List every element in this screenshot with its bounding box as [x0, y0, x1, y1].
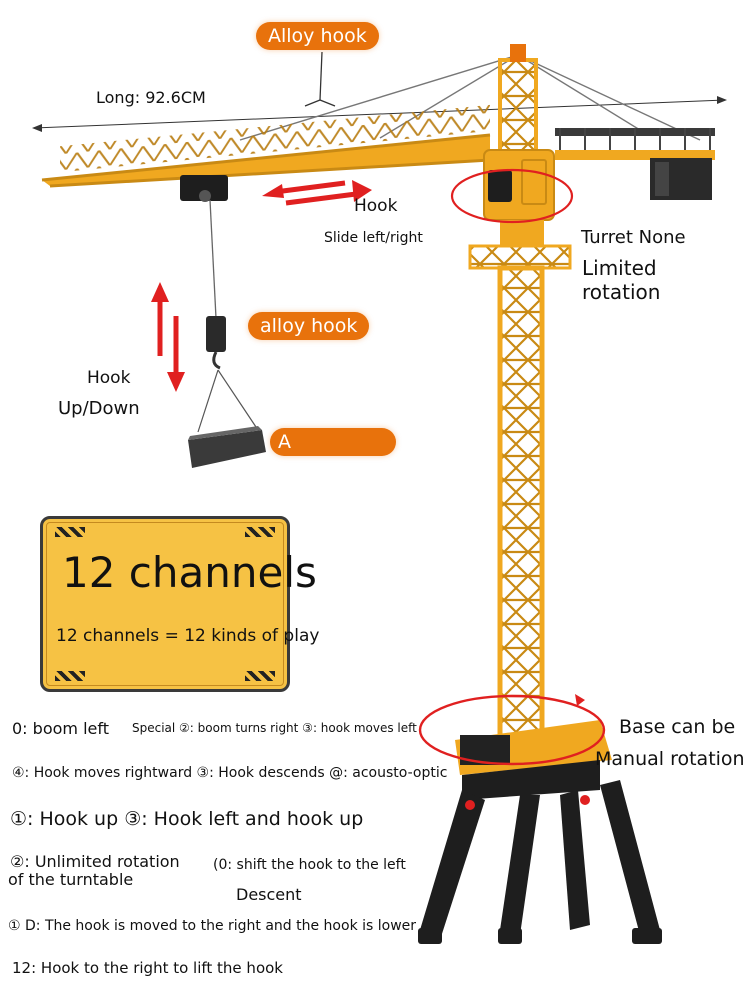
function-row1-b: Special ②: boom turns right ③: hook move…	[132, 721, 417, 735]
function-row6: ① D: The hook is moved to the right and …	[8, 918, 417, 934]
function-row4-b: of the turntable	[8, 870, 134, 889]
function-row2: ④: Hook moves rightward ③: Hook descends…	[12, 765, 448, 781]
hook-updown-line2: Up/Down	[58, 398, 140, 419]
function-row5: Descent	[236, 885, 302, 904]
base-note-line2: Manual rotation	[595, 748, 745, 770]
channels-panel	[40, 516, 290, 692]
double-arrow-horizontal	[262, 180, 372, 206]
alloy-hook-top-tag: Alloy hook	[256, 22, 379, 50]
panel-subtitle: 12 channels = 12 kinds of play	[56, 626, 320, 646]
counterweight-tag: A	[270, 428, 396, 456]
turret-note-line2: Limited	[582, 256, 657, 280]
panel-title: 12 channels	[62, 548, 317, 597]
base-note-line1: Base can be	[619, 716, 736, 738]
hook-updown-line1: Hook	[87, 368, 131, 388]
double-arrow-vertical	[151, 282, 185, 392]
alloy-hook-mid-tag: alloy hook	[248, 312, 370, 340]
function-row7: 12: Hook to the right to lift the hook	[12, 959, 283, 977]
function-row4-a: ②: Unlimited rotation	[10, 852, 180, 871]
hook-slide-subtitle: Slide left/right	[324, 230, 423, 246]
turret-note-line1: Turret None	[581, 227, 686, 248]
turret-note-line3: rotation	[582, 280, 661, 304]
hook-slide-title: Hook	[354, 196, 398, 216]
function-row4-c: (0: shift the hook to the left	[213, 857, 406, 873]
function-row3: ①: Hook up ③: Hook left and hook up	[10, 808, 364, 830]
length-label: Long: 92.6CM	[96, 88, 206, 107]
function-row1-a: 0: boom left	[12, 719, 109, 738]
